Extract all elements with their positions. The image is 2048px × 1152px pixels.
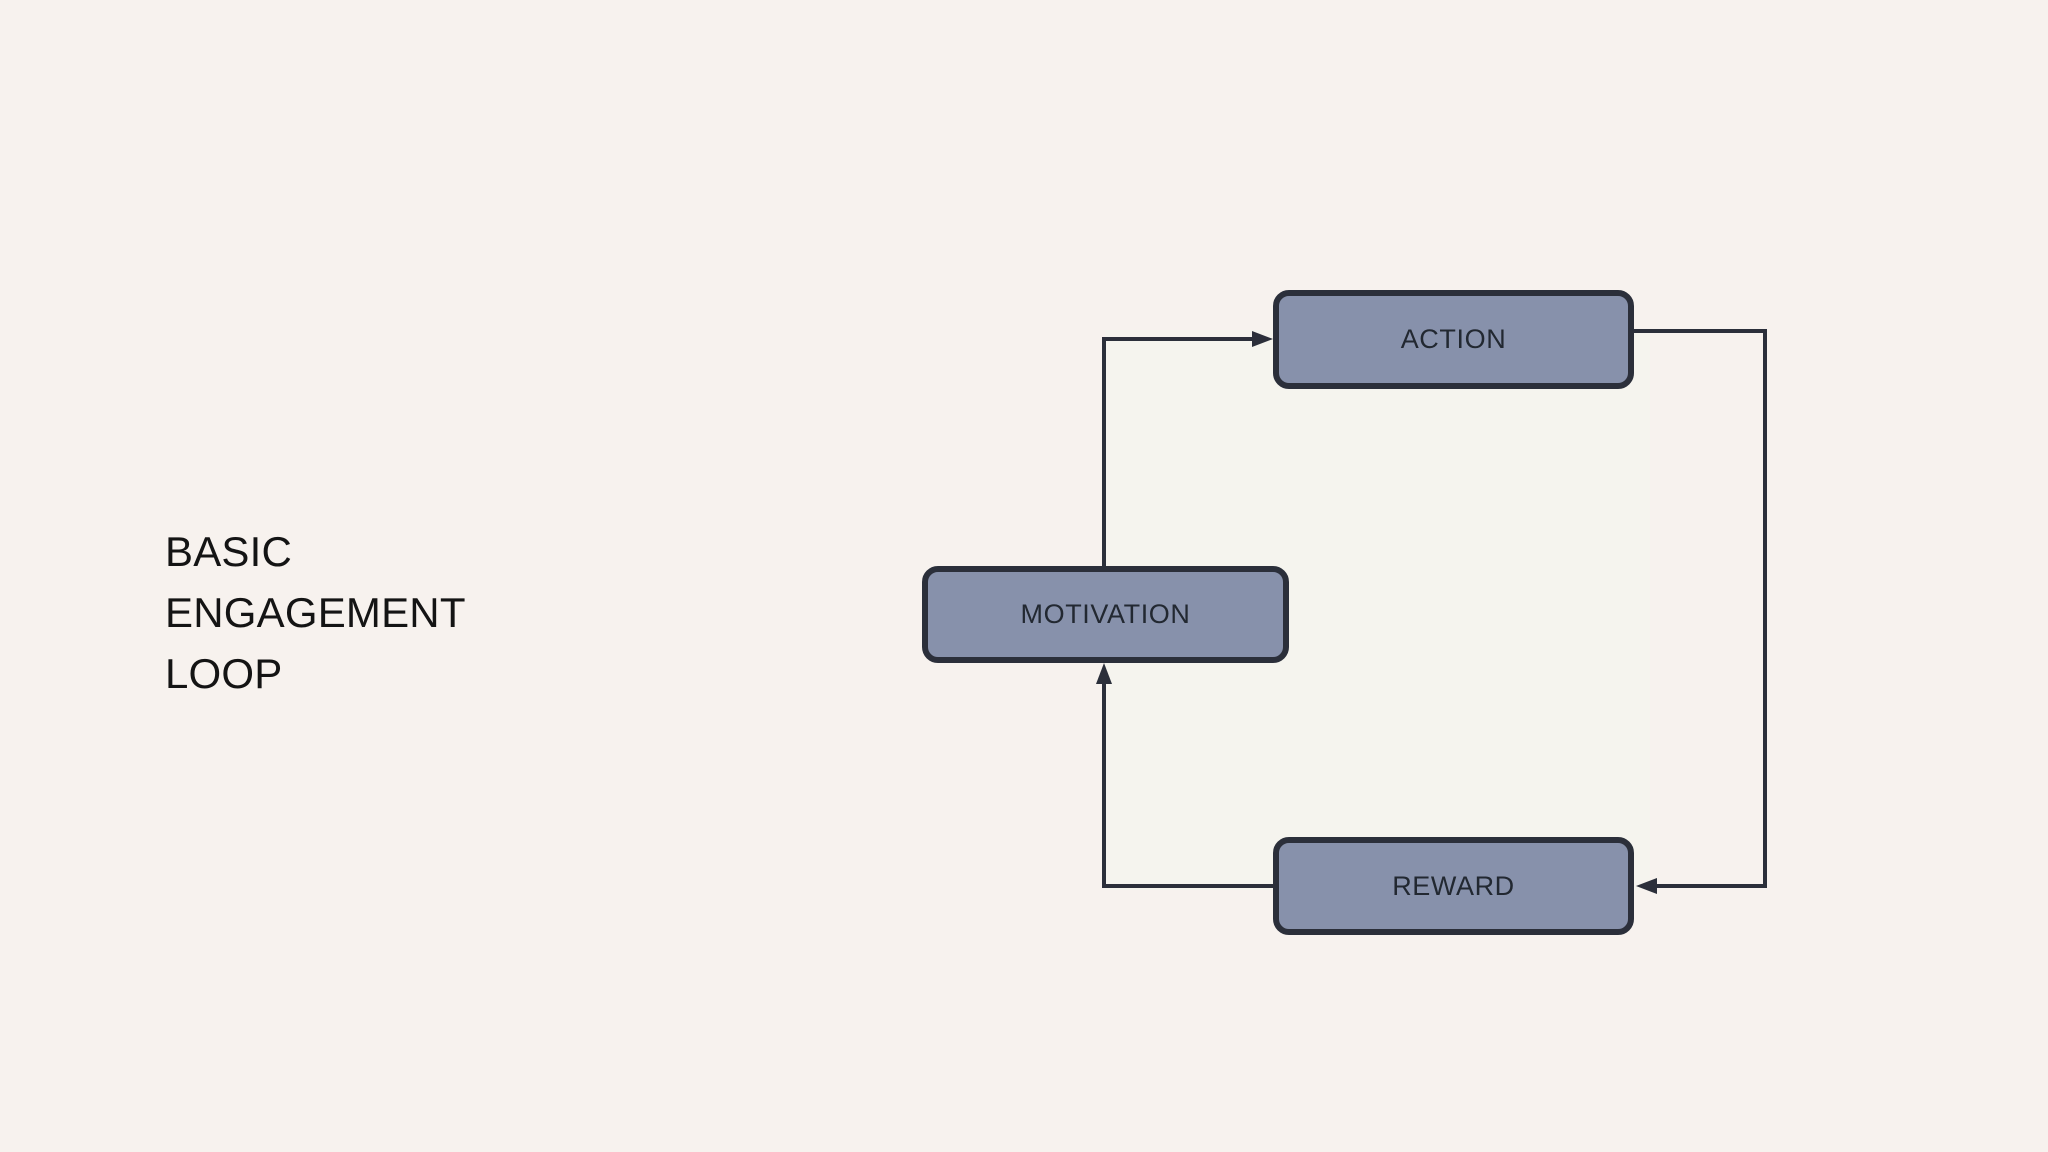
node-action[interactable]: ACTION	[1273, 290, 1634, 389]
edge-motivation-to-action	[1102, 331, 1273, 566]
page-title-line-1: BASIC	[165, 528, 293, 575]
edge-reward-to-motivation	[1096, 663, 1273, 888]
page-title-line-2: ENGAGEMENT	[165, 589, 466, 636]
edge-action-to-reward-line	[1634, 329, 1767, 888]
edge-motivation-to-action-line	[1102, 337, 1258, 566]
node-reward-label: REWARD	[1392, 870, 1515, 901]
node-reward[interactable]: REWARD	[1273, 837, 1634, 935]
node-motivation-label: MOTIVATION	[1020, 599, 1191, 629]
page-title-line-3: LOOP	[165, 650, 283, 697]
page-title: BASIC ENGAGEMENT LOOP	[165, 521, 685, 704]
edge-reward-to-motivation-arrowhead	[1096, 663, 1112, 684]
edge-action-to-reward-arrowhead	[1636, 878, 1657, 894]
edge-reward-to-motivation-line	[1102, 678, 1273, 888]
node-motivation[interactable]: MOTIVATION	[922, 566, 1289, 663]
edge-action-to-reward	[1634, 329, 1767, 894]
node-action-label: ACTION	[1400, 324, 1507, 354]
edge-motivation-to-action-arrowhead	[1252, 331, 1273, 347]
